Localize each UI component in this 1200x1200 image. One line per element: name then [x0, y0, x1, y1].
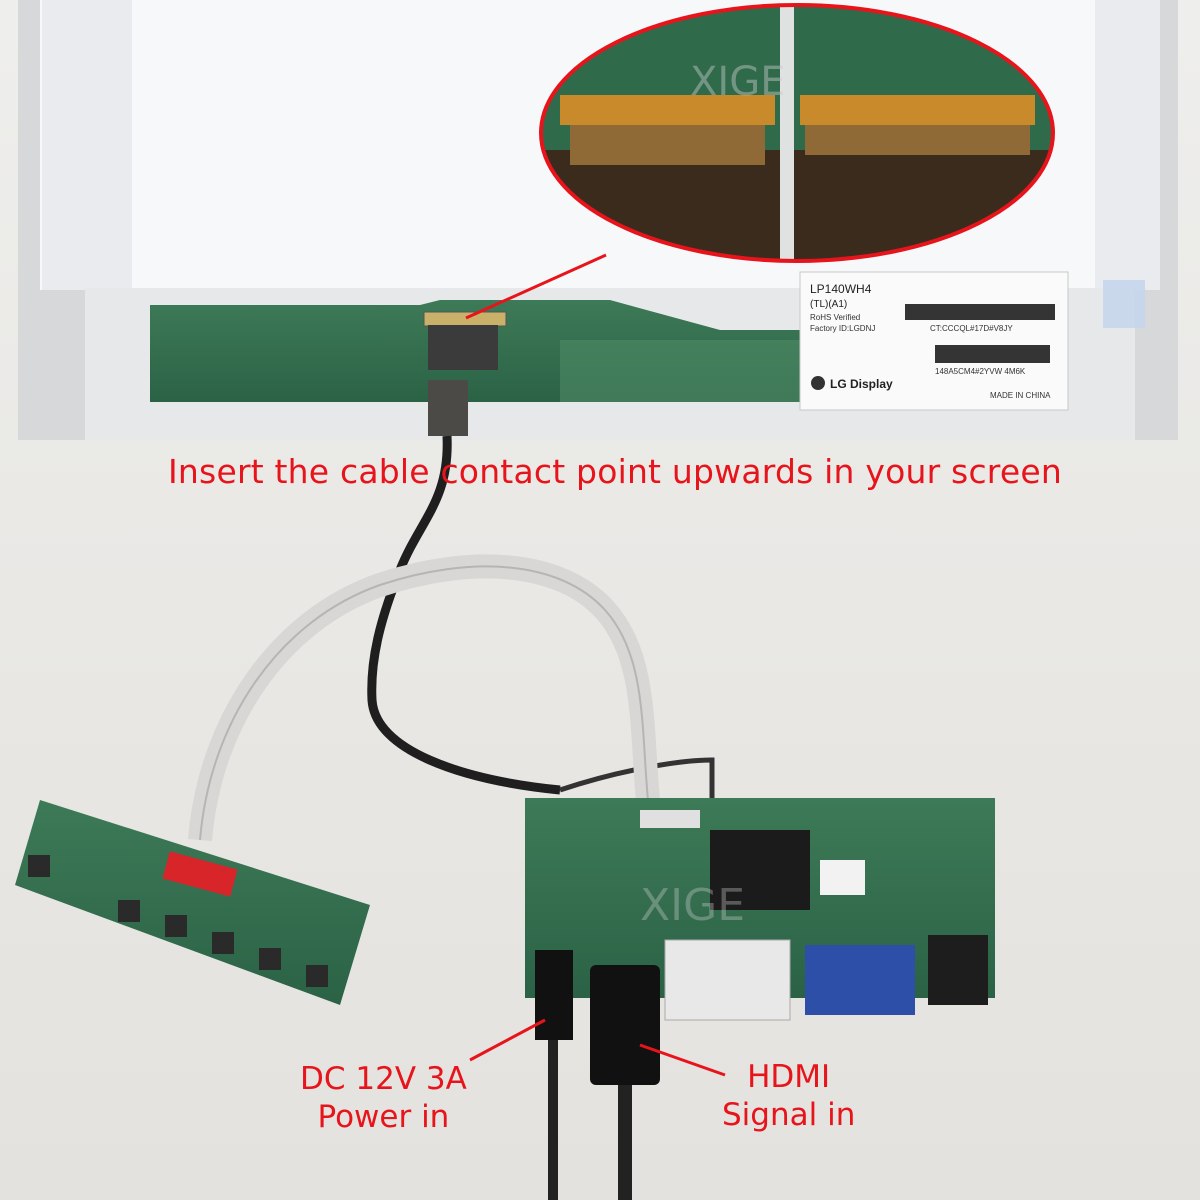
hdmi-caption: HDMI Signal in: [722, 1058, 855, 1134]
panel-bezel-right: [1095, 0, 1160, 290]
key-button-5: [259, 948, 281, 970]
barcode-1: [905, 304, 1055, 320]
dvi-port: [664, 939, 791, 1021]
key-button-2: [118, 900, 140, 922]
panel-model: LP140WH4: [810, 282, 872, 296]
key-button-6: [306, 965, 328, 987]
callout-line: [465, 253, 607, 320]
panel-serial: 148A5CM4#2YVW 4M6K: [935, 367, 1026, 376]
vga-port: [805, 945, 915, 1015]
panel-rohs: RoHS Verified: [810, 313, 860, 322]
panel-side-tag: [1103, 280, 1145, 328]
panel-bezel-left: [42, 0, 132, 290]
hdmi-caption-line1: HDMI: [747, 1059, 831, 1095]
panel-tape-lower: [428, 380, 468, 436]
hdmi-plug: [590, 965, 660, 1085]
audio-jack: [928, 935, 988, 1005]
lg-logo-icon: [811, 376, 825, 390]
barcode-2: [935, 345, 1050, 363]
main-chip: [710, 830, 810, 910]
key-button-4: [212, 932, 234, 954]
hdmi-caption-line2: Signal in: [722, 1097, 856, 1133]
panel-made-in: MADE IN CHINA: [990, 391, 1051, 400]
panel-ct-code: CT:CCCQL#17D#V8JY: [930, 324, 1013, 333]
keypad-board: [15, 800, 370, 1005]
key-button-1: [28, 855, 50, 877]
zoom-watermark: XIGE: [690, 59, 785, 105]
power-caption-line2: Power in: [317, 1099, 450, 1135]
key-button-3: [165, 915, 187, 937]
ribbon-header: [640, 810, 700, 828]
zoom-border: [539, 3, 1055, 263]
dc-jack: [535, 950, 573, 1040]
panel-tape: [428, 325, 498, 370]
power-caption: DC 12V 3A Power in: [300, 1060, 467, 1136]
panel-brand: LG Display: [830, 377, 893, 391]
main-caption: Insert the cable contact point upwards i…: [168, 452, 1062, 491]
power-caption-line1: DC 12V 3A: [300, 1061, 467, 1097]
panel-model-sub: (TL)(A1): [810, 299, 847, 310]
keypad-connector: [162, 851, 238, 897]
hdmi-pointer: [639, 1043, 726, 1077]
board-sticker: [820, 860, 865, 895]
panel-sticker: [799, 271, 1069, 411]
dc-pointer: [469, 1018, 546, 1062]
board-watermark: XIGE: [640, 880, 745, 931]
panel-pcb-light: [560, 340, 800, 402]
driver-board: XIGE: [525, 798, 995, 1021]
panel-connector: [423, 311, 507, 327]
panel-factory: Factory ID:LGDNJ: [810, 324, 875, 333]
ribbon-cable-edge: [199, 565, 651, 841]
lvds-cable: [367, 435, 561, 795]
